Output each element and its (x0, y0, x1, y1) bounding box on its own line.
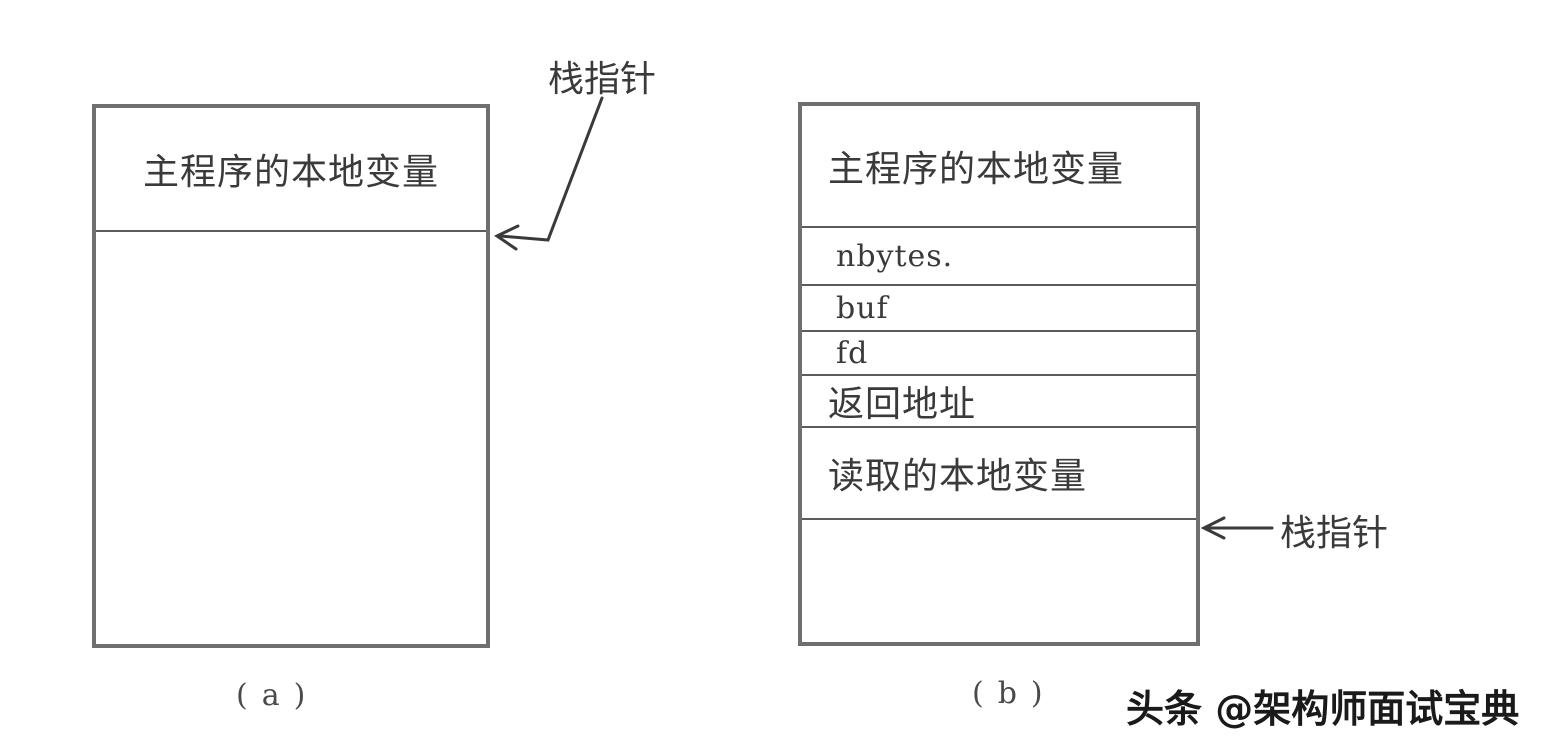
cell-label: 主程序的本地变量 (142, 152, 439, 193)
cell-label: 读取的本地变量 (828, 456, 1088, 497)
stack-pointer-label-a: 栈指针 (548, 59, 657, 100)
cell-label: buf (836, 290, 889, 326)
stack-diagram-a: 主程序的本地变量 (92, 104, 490, 648)
stack-frame-read-locals: 读取的本地变量 (802, 428, 1196, 520)
stack-cell-nbytes: nbytes. (802, 228, 1196, 286)
cell-label: fd (836, 335, 869, 371)
stack-cell-buf: buf (802, 286, 1196, 332)
caption-b: (b) (972, 676, 1057, 711)
stack-cell-fd: fd (802, 332, 1196, 376)
stack-frame-main-locals-b: 主程序的本地变量 (802, 106, 1196, 228)
cell-label: 主程序的本地变量 (828, 149, 1125, 190)
stack-cell-return-address: 返回地址 (802, 376, 1196, 428)
watermark-text: 头条 @架构师面试宝典 (1126, 687, 1520, 731)
stack-frame-main-locals-a: 主程序的本地变量 (96, 108, 486, 232)
cell-label: 返回地址 (828, 384, 977, 425)
cell-label: nbytes. (836, 238, 954, 274)
stack-pointer-arrow-b (1200, 516, 1274, 540)
caption-a: (a) (236, 678, 320, 713)
stack-pointer-arrow-a (494, 96, 604, 251)
stack-pointer-label-b: 栈指针 (1280, 513, 1389, 554)
stack-diagram-b: 主程序的本地变量 nbytes. buf fd 返回地址 读取的本地变量 (798, 102, 1200, 646)
